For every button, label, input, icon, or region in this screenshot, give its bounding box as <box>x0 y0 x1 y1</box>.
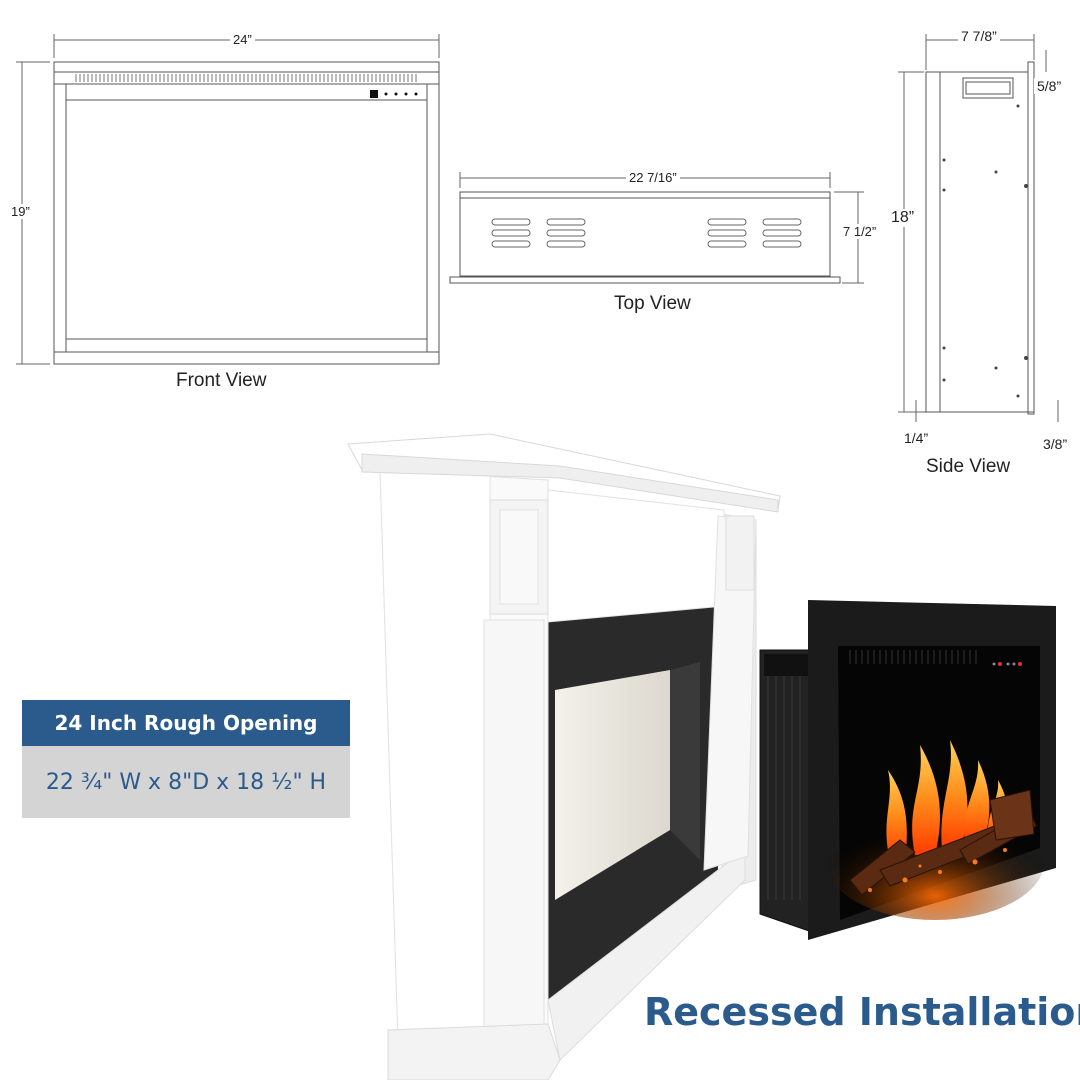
top-view-caption: Top View <box>614 293 691 314</box>
top-view-width-label: 22 7/16” <box>626 170 680 185</box>
embers <box>868 848 1007 892</box>
front-view-drawing <box>53 61 440 365</box>
white-mantel <box>347 433 781 1080</box>
recessed-installation-caption: Recessed Installation <box>644 990 1080 1034</box>
top-view-drawing <box>449 172 864 284</box>
side-view-caption: Side View <box>926 456 1011 477</box>
rough-opening-dimensions: 22 ¾" W x 8"D x 18 ½" H <box>22 746 350 818</box>
front-view-controls <box>370 90 418 98</box>
side-view-top-lip-label: 5/8” <box>1034 78 1065 94</box>
side-view-depth-label: 7 7/8” <box>958 28 1000 44</box>
front-view-height-label: 19” <box>8 204 33 219</box>
side-view-screws <box>942 104 1028 398</box>
side-view-bottom-left-label: 1/4” <box>901 430 932 446</box>
front-view-caption: Front View <box>176 370 267 391</box>
front-view-width-label: 24” <box>230 32 255 47</box>
logs <box>849 789 1037 896</box>
rough-opening-title: 24 Inch Rough Opening <box>22 700 350 746</box>
side-view-height-label: 18” <box>888 209 918 227</box>
top-view-depth-label: 7 1/2” <box>840 224 880 239</box>
side-view-bottom-right-label: 3/8” <box>1040 436 1071 452</box>
electric-insert <box>759 600 1056 940</box>
